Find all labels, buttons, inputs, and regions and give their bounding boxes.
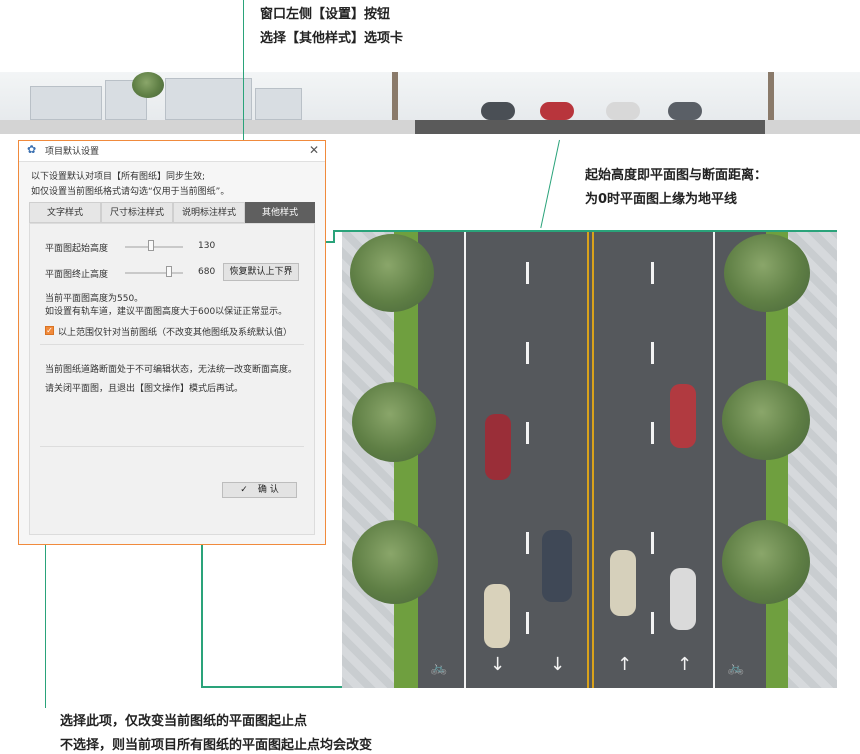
callout-line-right: [540, 139, 560, 229]
end-height-slider-thumb[interactable]: [165, 266, 172, 277]
car: [485, 414, 511, 480]
lane-arrow-down-icon: ↓: [550, 654, 566, 675]
bicycle-icon: 🚲: [430, 660, 448, 676]
info-line: 如仅设置当前图纸格式请勾选“仅用于当前图纸”。: [31, 187, 230, 197]
street-section-image: [0, 72, 860, 134]
tree-trunk: [392, 72, 398, 120]
end-height-label: 平面图终止高度: [45, 270, 109, 280]
center-line-yellow: [587, 232, 589, 688]
annotation-bottom-line2: 不选择，则当前项目所有图纸的平面图起止点均会改变: [60, 738, 373, 753]
current-drawing-only-label[interactable]: 以上范围仅针对当前图纸（不改变其他图纸及系统默认值）: [58, 328, 293, 338]
warning-line: 请关闭平面图，且退出【图文操作】模式后再试。: [45, 384, 244, 394]
car: [481, 102, 515, 120]
hint-line: 当前平面图高度为550。: [45, 294, 144, 304]
reset-bounds-button[interactable]: 恢复默认上下界: [223, 263, 299, 281]
annotation-top-line2: 选择【其他样式】选项卡: [260, 31, 404, 46]
car: [606, 102, 640, 120]
close-icon[interactable]: ✕: [309, 143, 320, 157]
building: [165, 78, 252, 120]
hint-line: 如设置有轨车道，建议平面图高度大于600以保证正常显示。: [45, 307, 288, 317]
van: [542, 530, 572, 602]
current-drawing-only-checkbox[interactable]: ✓: [45, 326, 54, 335]
tab-dimension-style[interactable]: 尺寸标注样式: [101, 202, 173, 223]
tree: [724, 234, 810, 312]
end-height-value: 680: [198, 267, 216, 277]
info-line: 以下设置默认对项目【所有图纸】同步生效;: [31, 172, 206, 182]
lane-arrow-down-icon: ↓: [490, 654, 506, 675]
lane-dash: [651, 532, 654, 554]
start-height-label: 平面图起始高度: [45, 244, 109, 254]
roadway: [418, 232, 798, 688]
road-plan-view: ↓ ↓ ↑ ↑ 🚲 🚲: [342, 232, 837, 688]
tree: [350, 234, 434, 312]
plan-top-edge-line: [333, 230, 837, 232]
lane-dash: [526, 262, 529, 284]
callout-line-top: [243, 0, 244, 230]
tree-trunk: [768, 72, 774, 120]
sidewalk-right: [788, 232, 837, 688]
lane-dash: [526, 422, 529, 444]
lane-line-solid: [713, 232, 715, 688]
car: [540, 102, 574, 120]
check-icon: ✓: [240, 485, 248, 495]
bicycle-icon: 🚲: [727, 660, 745, 676]
car: [484, 584, 510, 648]
tree: [352, 382, 436, 462]
warning-line: 当前图纸道路断面处于不可编辑状态，无法统一改变断面高度。: [45, 365, 298, 375]
lane-dash: [651, 342, 654, 364]
annotation-top-line1: 窗口左侧【设置】按钮: [260, 7, 391, 22]
callout-line-start-height-v: [333, 230, 335, 243]
lane-dash: [651, 612, 654, 634]
annotation-right-line1: 起始高度即平面图与断面距离：: [585, 168, 768, 183]
tree: [722, 520, 810, 604]
dialog-title: 项目默认设置: [45, 147, 100, 157]
car: [610, 550, 636, 616]
lane-line-solid: [464, 232, 466, 688]
tab-other-style[interactable]: 其他样式: [245, 202, 315, 223]
center-line-yellow: [592, 232, 594, 688]
end-height-slider-track[interactable]: [125, 272, 183, 274]
project-settings-dialog: ✿ 项目默认设置 ✕ 以下设置默认对项目【所有图纸】同步生效; 如仅设置当前图纸…: [18, 140, 326, 545]
lane-arrow-up-icon: ↑: [677, 654, 693, 675]
annotation-right-line2: 为0时平面图上缘为地平线: [585, 192, 738, 207]
lane-dash: [651, 422, 654, 444]
car: [670, 568, 696, 630]
tree: [132, 72, 164, 98]
confirm-button-label: 确 认: [257, 485, 279, 495]
start-height-value: 130: [198, 241, 216, 251]
lane-dash: [526, 612, 529, 634]
dialog-titlebar: ✿ 项目默认设置 ✕: [19, 141, 325, 162]
car: [668, 102, 702, 120]
building: [30, 86, 102, 120]
start-height-slider-thumb[interactable]: [148, 240, 155, 251]
confirm-button[interactable]: ✓ 确 认: [222, 482, 297, 498]
tab-note-style[interactable]: 说明标注样式: [173, 202, 245, 223]
tab-text-style[interactable]: 文字样式: [29, 202, 101, 223]
tree: [352, 520, 438, 604]
tree: [722, 380, 810, 460]
annotation-bottom-line1: 选择此项，仅改变当前图纸的平面图起止点: [60, 714, 308, 729]
tab-bar: 文字样式 尺寸标注样式 说明标注样式 其他样式: [29, 202, 315, 223]
building: [255, 88, 302, 120]
lane-dash: [526, 342, 529, 364]
other-style-panel: 平面图起始高度 130 平面图终止高度 680 恢复默认上下界 当前平面图高度为…: [29, 223, 315, 535]
car: [670, 384, 696, 448]
lane-arrow-up-icon: ↑: [617, 654, 633, 675]
gear-icon: ✿: [27, 143, 37, 156]
lane-dash: [651, 262, 654, 284]
lane-dash: [526, 532, 529, 554]
